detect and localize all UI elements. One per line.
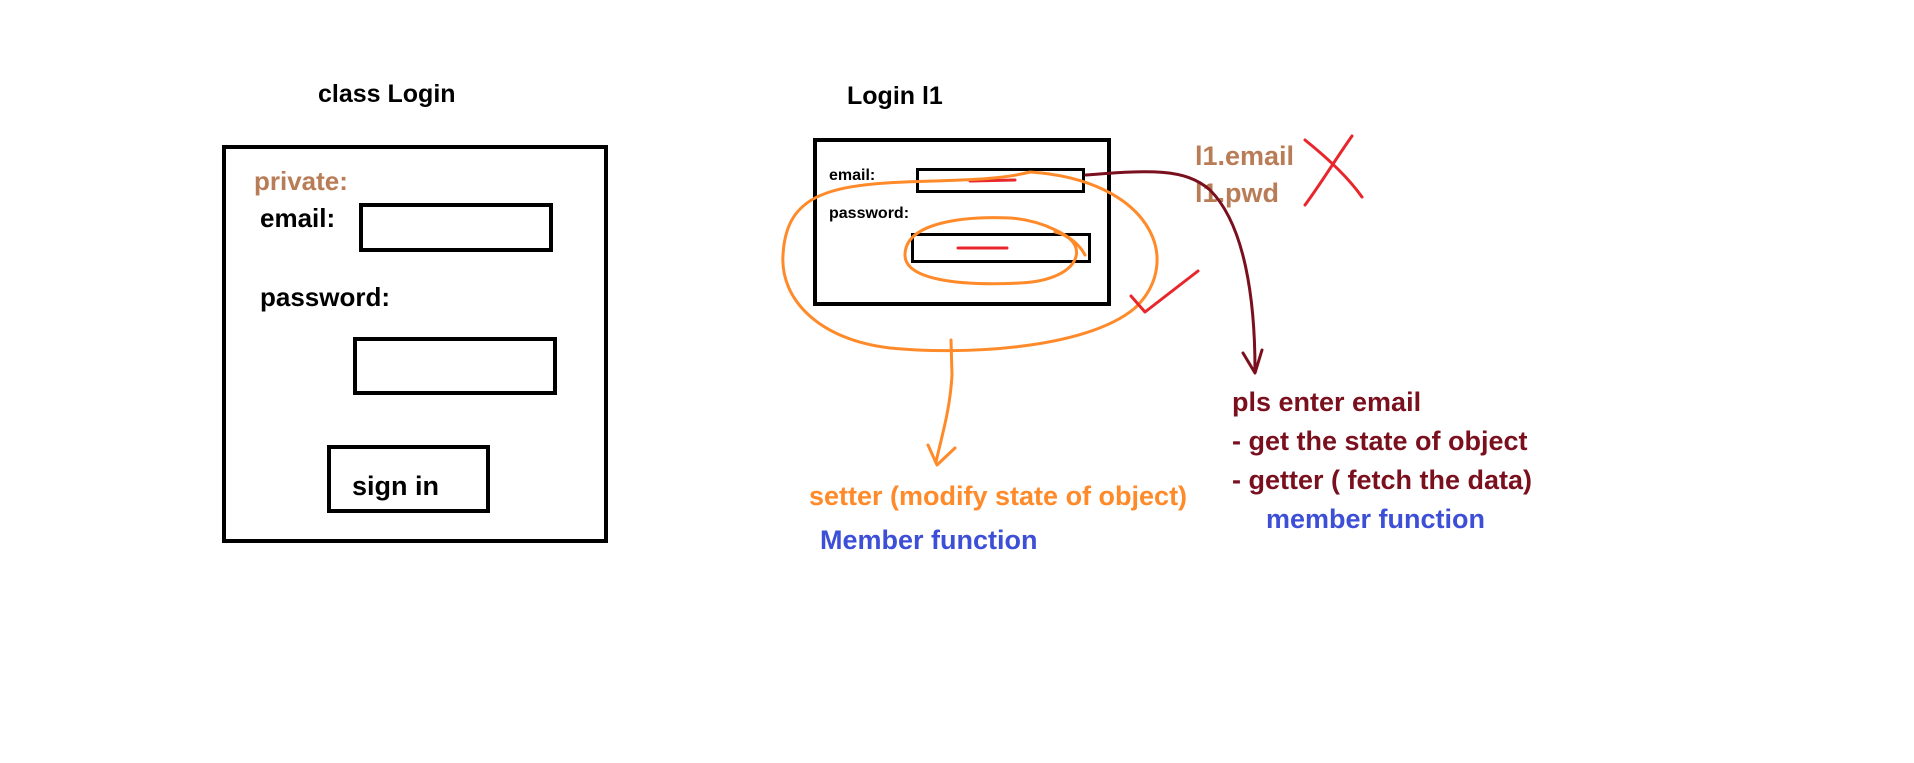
getter-arrowhead [1241, 348, 1264, 375]
check-icon [1129, 269, 1200, 314]
sign-in-button [327, 445, 490, 513]
object-email-label: email: [829, 167, 876, 184]
class-email-field [359, 203, 553, 252]
object-login-box [813, 138, 1111, 306]
getter-note-line2: - get the state of object [1232, 426, 1528, 456]
private-label: private: [254, 166, 348, 196]
object-email-field [916, 168, 1085, 193]
direct-access-pwd: l1.pwd [1195, 178, 1280, 208]
setter-member-function: Member function [820, 525, 1038, 555]
sign-in-label: sign in [352, 471, 439, 501]
class-login-box [222, 145, 608, 543]
setter-arrowhead [926, 443, 957, 467]
object-title: Login l1 [847, 82, 943, 110]
direct-access-email: l1.email [1195, 141, 1295, 171]
getter-note-line3: - getter ( fetch the data) [1232, 465, 1533, 495]
class-title: class Login [318, 80, 456, 108]
cross-icon [1303, 134, 1364, 207]
setter-arrow [934, 338, 954, 464]
object-password-label: password: [829, 205, 910, 222]
class-password-field [353, 337, 557, 395]
class-email-label: email: [260, 203, 336, 233]
object-password-field [911, 233, 1091, 263]
getter-member-function: member function [1266, 504, 1486, 534]
setter-note: setter (modify state of object) [809, 481, 1188, 511]
getter-note-line1: pls enter email [1232, 387, 1422, 417]
class-password-label: password: [260, 282, 391, 312]
